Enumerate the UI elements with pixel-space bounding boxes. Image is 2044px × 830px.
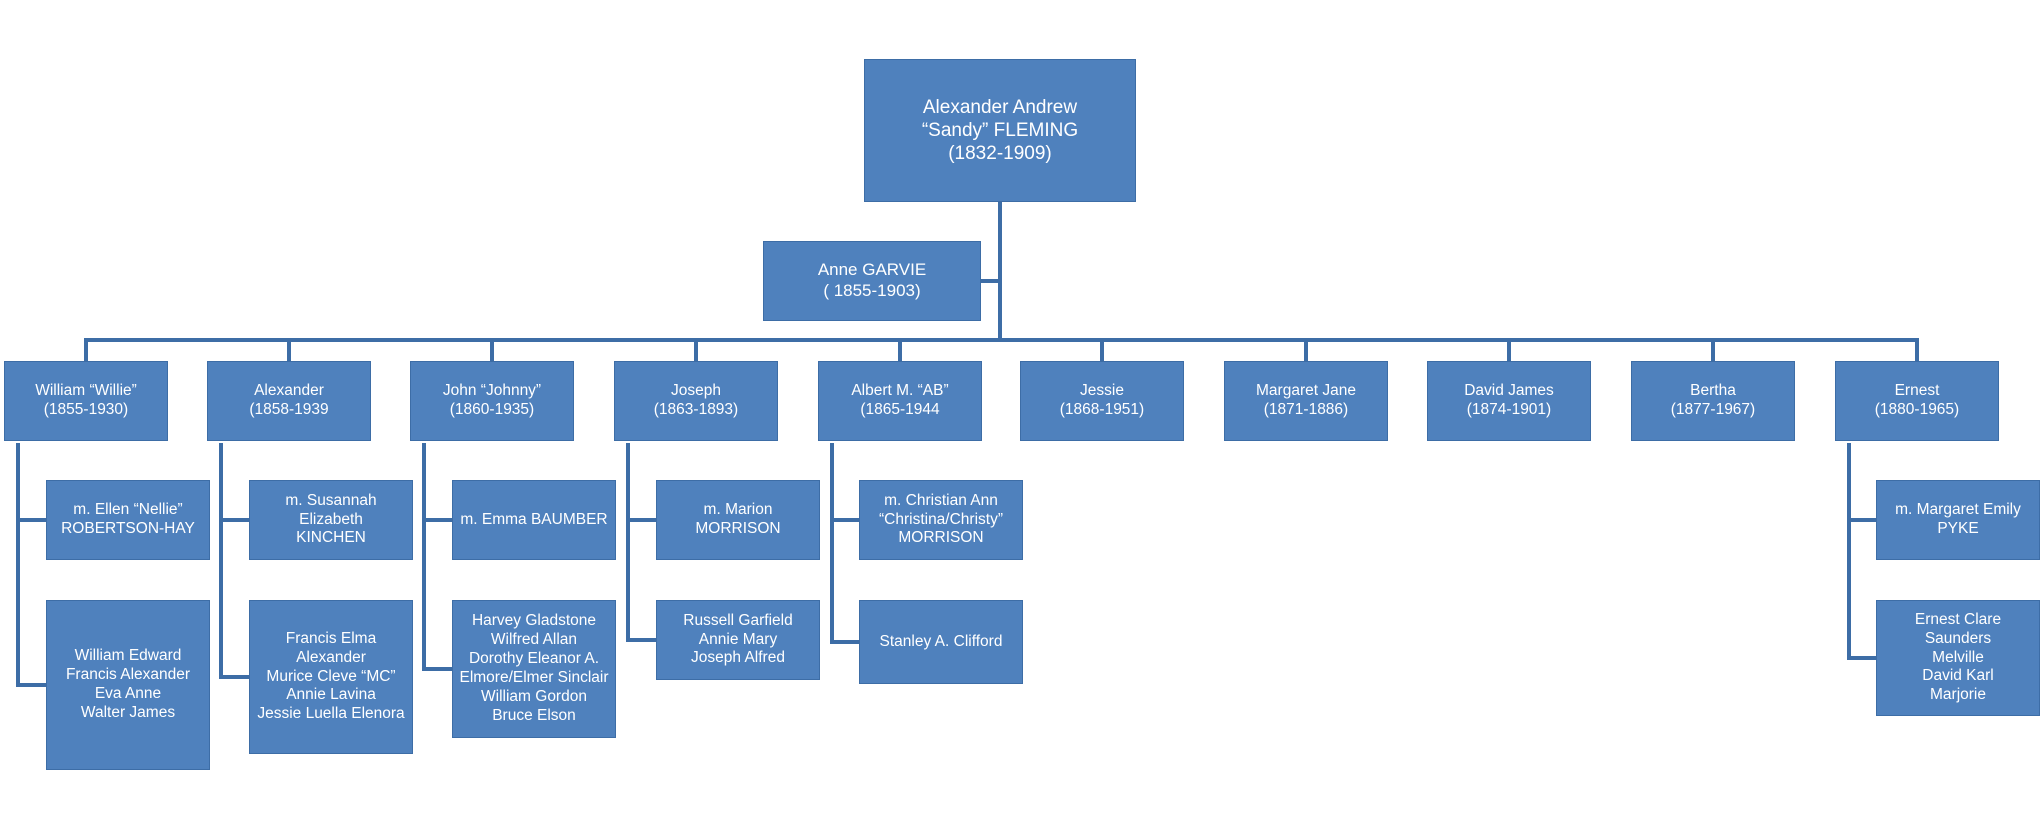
child-box: Alexander (1858-1939 xyxy=(207,361,371,441)
child-box: Albert M. “AB” (1865-1944 xyxy=(818,361,982,441)
children-list-label: Francis Elma Alexander Murice Cleve “MC”… xyxy=(257,629,405,723)
marriage-box: m. Susannah Elizabeth KINCHEN xyxy=(249,480,413,560)
spouse-box: Anne GARVIE ( 1855-1903) xyxy=(763,241,981,321)
child-box: Margaret Jane (1871-1886) xyxy=(1224,361,1388,441)
marriage-box: m. Marion MORRISON xyxy=(656,480,820,560)
child-name-label: David James (1874-1901) xyxy=(1464,382,1554,418)
marriage-box: m. Margaret Emily PYKE xyxy=(1876,480,2040,560)
child-box: Ernest (1880-1965) xyxy=(1835,361,1999,441)
children-list-label: Russell Garfield Annie Mary Joseph Alfre… xyxy=(683,611,793,667)
child-box: Bertha (1877-1967) xyxy=(1631,361,1795,441)
child-name-label: Ernest (1880-1965) xyxy=(1874,382,1960,418)
marriage-box: m. Christian Ann “Christina/Christy” MOR… xyxy=(859,480,1023,560)
children-list-box: Francis Elma Alexander Murice Cleve “MC”… xyxy=(249,600,413,754)
spouse-label: Anne GARVIE ( 1855-1903) xyxy=(817,260,927,300)
child-name-label: Albert M. “AB” (1865-1944 xyxy=(851,382,949,418)
child-name-label: Bertha (1877-1967) xyxy=(1670,382,1756,418)
child-box: John “Johnny” (1860-1935) xyxy=(410,361,574,441)
children-list-box: Harvey Gladstone Wilfred Allan Dorothy E… xyxy=(452,600,616,738)
child-box: David James (1874-1901) xyxy=(1427,361,1591,441)
children-list-label: Stanley A. Clifford xyxy=(879,632,1003,650)
child-name-label: Joseph (1863-1893) xyxy=(653,382,739,418)
marriage-label: m. Christian Ann “Christina/Christy” MOR… xyxy=(878,491,1003,547)
child-box: Jessie (1868-1951) xyxy=(1020,361,1184,441)
children-list-label: Ernest Clare Saunders Melville David Kar… xyxy=(1914,610,2002,704)
marriage-label: m. Susannah Elizabeth KINCHEN xyxy=(285,491,377,547)
root-person-box: Alexander Andrew “Sandy” FLEMING (1832-1… xyxy=(864,59,1136,202)
child-box: Joseph (1863-1893) xyxy=(614,361,778,441)
marriage-label: m. Emma BAUMBER xyxy=(460,510,608,528)
children-list-label: William Edward Francis Alexander Eva Ann… xyxy=(65,647,191,721)
child-name-label: William “Willie” (1855-1930) xyxy=(35,382,137,418)
marriage-label: m. Margaret Emily PYKE xyxy=(1895,501,2021,537)
child-name-label: John “Johnny” (1860-1935) xyxy=(442,382,542,418)
child-name-label: Jessie (1868-1951) xyxy=(1059,382,1145,418)
children-list-box: Russell Garfield Annie Mary Joseph Alfre… xyxy=(656,600,820,680)
marriage-label: m. Marion MORRISON xyxy=(695,501,781,537)
marriage-box: m. Emma BAUMBER xyxy=(452,480,616,560)
children-list-box: Stanley A. Clifford xyxy=(859,600,1023,684)
marriage-box: m. Ellen “Nellie” ROBERTSON-HAY xyxy=(46,480,210,560)
children-list-box: Ernest Clare Saunders Melville David Kar… xyxy=(1876,600,2040,716)
marriage-label: m. Ellen “Nellie” ROBERTSON-HAY xyxy=(61,501,195,537)
child-name-label: Alexander (1858-1939 xyxy=(249,382,329,418)
children-list-box: William Edward Francis Alexander Eva Ann… xyxy=(46,600,210,770)
root-person-label: Alexander Andrew “Sandy” FLEMING (1832-1… xyxy=(921,96,1079,165)
child-box: William “Willie” (1855-1930) xyxy=(4,361,168,441)
children-list-label: Harvey Gladstone Wilfred Allan Dorothy E… xyxy=(459,612,609,724)
child-name-label: Margaret Jane (1871-1886) xyxy=(1256,382,1356,418)
